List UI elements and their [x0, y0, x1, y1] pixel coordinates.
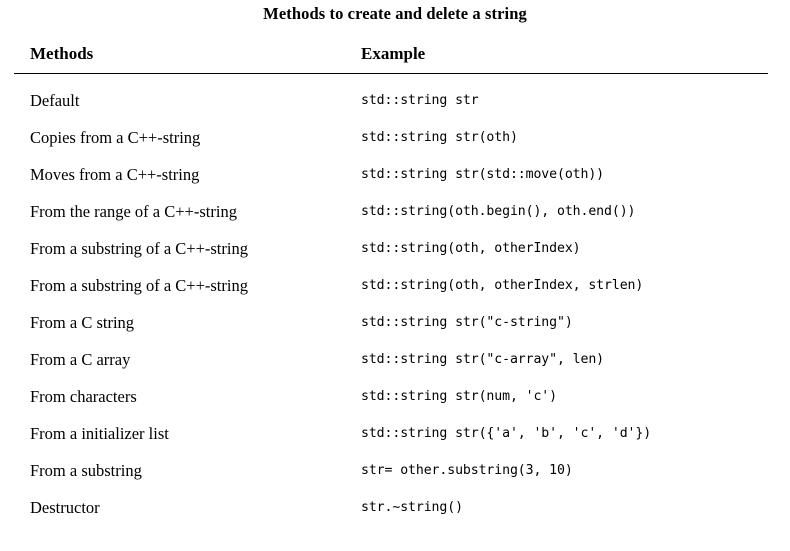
- method-example-cell: std::string str: [361, 93, 479, 108]
- method-name-cell: Moves from a C++-string: [30, 164, 200, 184]
- method-example-cell: std::string str(oth): [361, 130, 518, 145]
- table-row: Destructor str.∼string(): [14, 489, 768, 526]
- method-name-cell: From the range of a C++-string: [30, 201, 237, 221]
- method-name-cell: Copies from a C++-string: [30, 127, 201, 147]
- method-name-cell: Default: [30, 90, 80, 110]
- method-example-cell: str= other.substring(3, 10): [361, 463, 573, 478]
- method-name-cell: From a substring of a C++-string: [30, 275, 248, 295]
- method-example-cell: std::string str("c-array", len): [361, 352, 605, 367]
- method-example-cell: std::string(oth, otherIndex): [361, 241, 581, 256]
- table-header: Methods Example: [14, 44, 768, 74]
- method-name-cell: Destructor: [30, 497, 100, 517]
- table-row: From a C array std::string str("c-array",…: [14, 341, 768, 378]
- table-row: Copies from a C++-string std::string str(…: [14, 119, 768, 156]
- method-name-cell: From a substring: [30, 460, 142, 480]
- table-row: From a initializer list std::string str({…: [14, 415, 768, 452]
- column-header-example: Example: [361, 44, 426, 63]
- table-title: Methods to create and delete a string: [263, 4, 527, 23]
- table-row: From a substring of a C++-string std::str…: [14, 267, 768, 304]
- table-header-row: Methods Example: [14, 44, 768, 74]
- table-row: From a substring str= other.substring(3, …: [14, 452, 768, 489]
- method-example-cell: std::string(oth.begin(), oth.end()): [361, 204, 636, 219]
- method-example-cell: std::string str({'a', 'b', 'c', 'd'}): [361, 426, 652, 441]
- method-example-cell: std::string str(num, 'c'): [361, 389, 557, 404]
- method-example-cell: std::string str(std::move(oth)): [361, 167, 605, 182]
- table-row: From a C string std::string str("c-string…: [14, 304, 768, 341]
- method-example-cell: std::string(oth, otherIndex, strlen): [361, 278, 644, 293]
- method-example-cell: str.∼string(): [361, 500, 463, 515]
- method-name-cell: From a C array: [30, 349, 131, 369]
- table-row: Default std::string str: [14, 74, 768, 120]
- method-name-cell: From a C string: [30, 312, 135, 332]
- table-row: From characters std::string str(num, 'c'): [14, 378, 768, 415]
- method-name-cell: From a substring of a C++-string: [30, 238, 248, 258]
- table-row: From the range of a C++-string std::strin…: [14, 193, 768, 230]
- method-name-cell: From characters: [30, 386, 137, 406]
- method-example-cell: std::string str("c-string"): [361, 315, 573, 330]
- method-name-cell: From a initializer list: [30, 423, 169, 443]
- table-row: Moves from a C++-string std::string str(s…: [14, 156, 768, 193]
- column-header-methods: Methods: [30, 44, 94, 63]
- table-row: From a substring of a C++-string std::str…: [14, 230, 768, 267]
